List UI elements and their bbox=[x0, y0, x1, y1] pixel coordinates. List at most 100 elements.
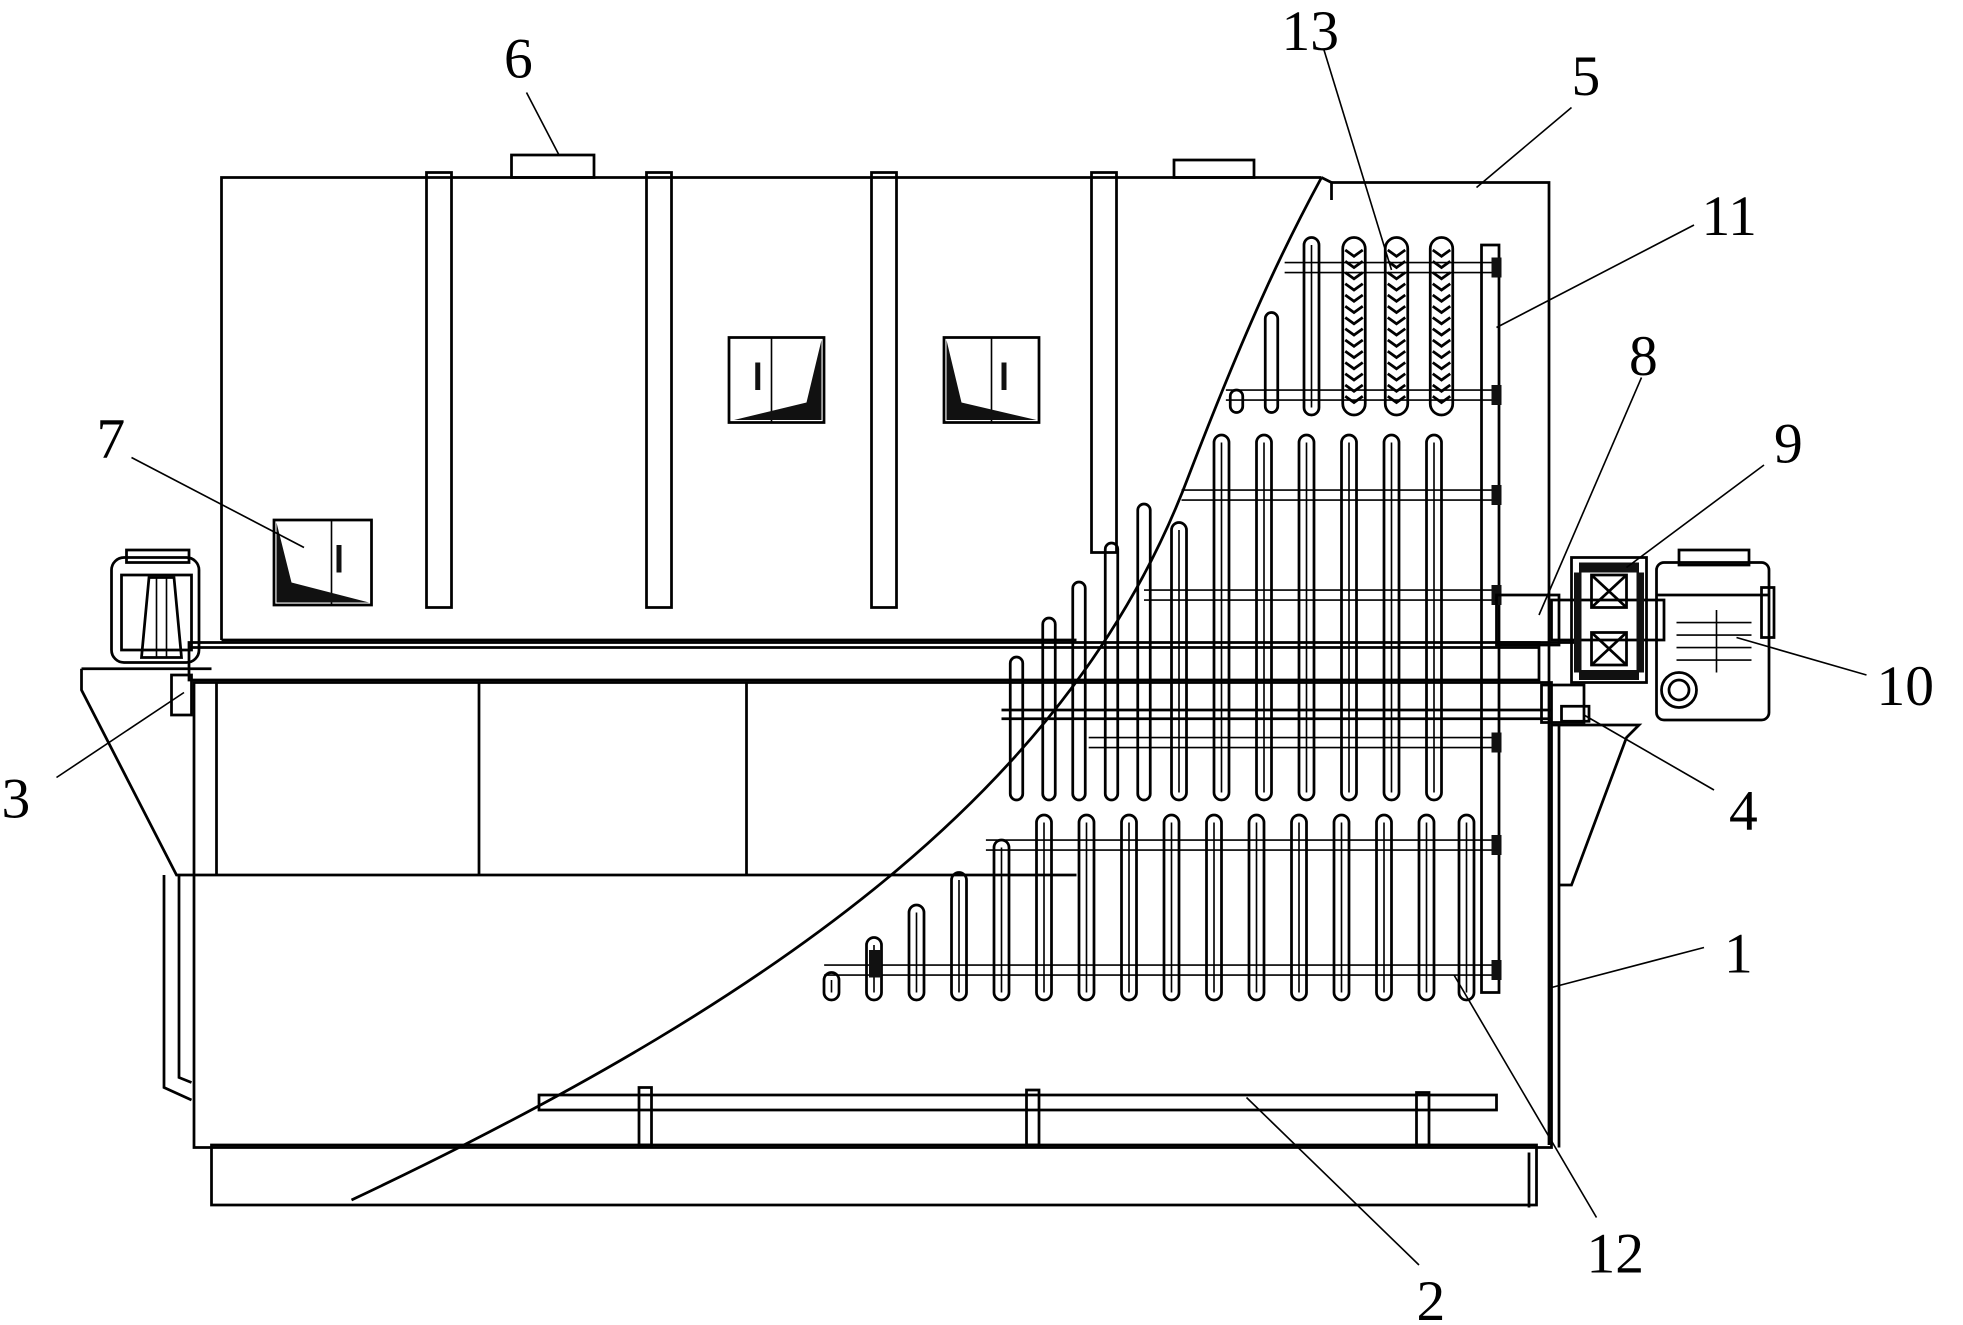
tank bbox=[80, 667, 1643, 1148]
rotor-disc bbox=[992, 838, 1011, 1002]
rotor-disc bbox=[1290, 813, 1308, 1002]
brush-bristle bbox=[1386, 327, 1407, 337]
brush-bristle bbox=[1431, 305, 1452, 315]
access-doors bbox=[272, 336, 1041, 607]
door-mid bbox=[727, 336, 826, 424]
brush-bristle bbox=[1431, 327, 1452, 337]
label-7: 7 bbox=[97, 408, 126, 471]
brush-bristle bbox=[1344, 305, 1364, 315]
label-3: 3 bbox=[2, 768, 31, 831]
label-2: 2 bbox=[1417, 1270, 1446, 1325]
rotor-disc bbox=[1228, 388, 1245, 414]
brush-bristle bbox=[1386, 305, 1407, 315]
leader-lines bbox=[56, 49, 1867, 1266]
brush-bristle bbox=[1431, 248, 1452, 258]
rod-nut bbox=[1491, 732, 1502, 753]
rotor-disc bbox=[1205, 813, 1223, 1002]
door-left bbox=[272, 518, 373, 607]
brush-bristle bbox=[1344, 383, 1364, 393]
brush bbox=[1341, 236, 1367, 417]
rotor-disc bbox=[1375, 813, 1393, 1002]
brush-bristle bbox=[1386, 395, 1407, 405]
brush-bristle bbox=[1431, 293, 1452, 303]
rotor-disc bbox=[1297, 433, 1316, 802]
brush-bristle bbox=[1386, 361, 1407, 371]
brush-bristle bbox=[1344, 395, 1364, 405]
brush-bristle bbox=[1431, 350, 1452, 360]
collector-pipe bbox=[537, 1086, 1498, 1147]
brush-bristle bbox=[1386, 350, 1407, 360]
brush-bristle bbox=[1431, 395, 1452, 405]
rotor-discs bbox=[822, 236, 1476, 1002]
brush-bristle bbox=[1431, 372, 1452, 382]
brush-bristle bbox=[1344, 293, 1364, 303]
rotor-disc bbox=[822, 971, 841, 1002]
rotor-disc bbox=[1162, 813, 1181, 1002]
brush-bristle bbox=[1344, 271, 1364, 281]
rotor-disc bbox=[1071, 580, 1087, 802]
brush-bristle bbox=[1431, 260, 1452, 270]
drive-unit bbox=[1495, 548, 1776, 722]
rotor-disc bbox=[1340, 433, 1358, 802]
label-1: 1 bbox=[1724, 923, 1753, 986]
brush-bristle bbox=[1386, 260, 1407, 270]
rotor-disc bbox=[1425, 433, 1443, 802]
rotor-disc bbox=[1417, 813, 1436, 1002]
brush-bristle bbox=[1344, 338, 1364, 348]
rotor-disc bbox=[1041, 616, 1057, 802]
rotor-disc bbox=[1247, 813, 1266, 1002]
left-motor bbox=[110, 548, 201, 664]
label-11: 11 bbox=[1702, 185, 1757, 248]
rotor-disc bbox=[1255, 433, 1273, 802]
brush-bristle bbox=[1386, 338, 1407, 348]
label-9: 9 bbox=[1774, 413, 1803, 476]
rod-nut bbox=[1491, 960, 1502, 980]
rotor-disc bbox=[1263, 311, 1280, 414]
brush-bristle bbox=[1386, 383, 1407, 393]
label-4: 4 bbox=[1729, 780, 1758, 843]
label-12: 12 bbox=[1587, 1223, 1645, 1286]
brush bbox=[1383, 236, 1410, 417]
brushes bbox=[1341, 236, 1455, 417]
rotor-disc bbox=[1008, 655, 1025, 802]
brush-bristle bbox=[1386, 372, 1407, 382]
rotor-disc bbox=[1120, 813, 1138, 1002]
brush-bristle bbox=[1386, 316, 1407, 326]
rotor-disc bbox=[1382, 433, 1401, 802]
rotor-disc bbox=[1457, 813, 1476, 1002]
brush bbox=[1428, 236, 1455, 417]
brush-bristle bbox=[1431, 361, 1452, 371]
gear-motor bbox=[1655, 548, 1776, 722]
brush-bristle bbox=[1431, 383, 1452, 393]
brush-bristle bbox=[1386, 293, 1407, 303]
brush-bristle bbox=[1431, 282, 1452, 292]
brush-bristle bbox=[1386, 248, 1407, 258]
coupling bbox=[1570, 556, 1648, 684]
label-5: 5 bbox=[1572, 45, 1601, 108]
door-right bbox=[942, 336, 1041, 424]
brush-bristle bbox=[1431, 271, 1452, 281]
label-10: 10 bbox=[1877, 655, 1935, 718]
rotor-disc bbox=[1077, 813, 1096, 1002]
rotor-disc bbox=[907, 903, 926, 1002]
label-8: 8 bbox=[1629, 325, 1658, 388]
rotor-disc bbox=[1170, 521, 1188, 802]
base-frame bbox=[192, 681, 1553, 1208]
rod-nut bbox=[1491, 835, 1502, 855]
brush-bristle bbox=[1344, 327, 1364, 337]
brush-bristle bbox=[1344, 350, 1364, 360]
brush-bristle bbox=[1344, 361, 1364, 371]
rotor-disc bbox=[1212, 433, 1231, 802]
rod-nut bbox=[1491, 485, 1502, 505]
label-6: 6 bbox=[504, 28, 533, 91]
rotor-disc bbox=[1103, 541, 1120, 802]
label-13: 13 bbox=[1282, 0, 1340, 63]
brush-bristle bbox=[1386, 271, 1407, 281]
brush-bristle bbox=[1386, 282, 1407, 292]
brush-bristle bbox=[1344, 316, 1364, 326]
brush-bristle bbox=[1344, 260, 1364, 270]
rod-nut bbox=[1491, 257, 1502, 278]
brush-bristle bbox=[1344, 248, 1364, 258]
brush-bristle bbox=[1344, 372, 1364, 382]
